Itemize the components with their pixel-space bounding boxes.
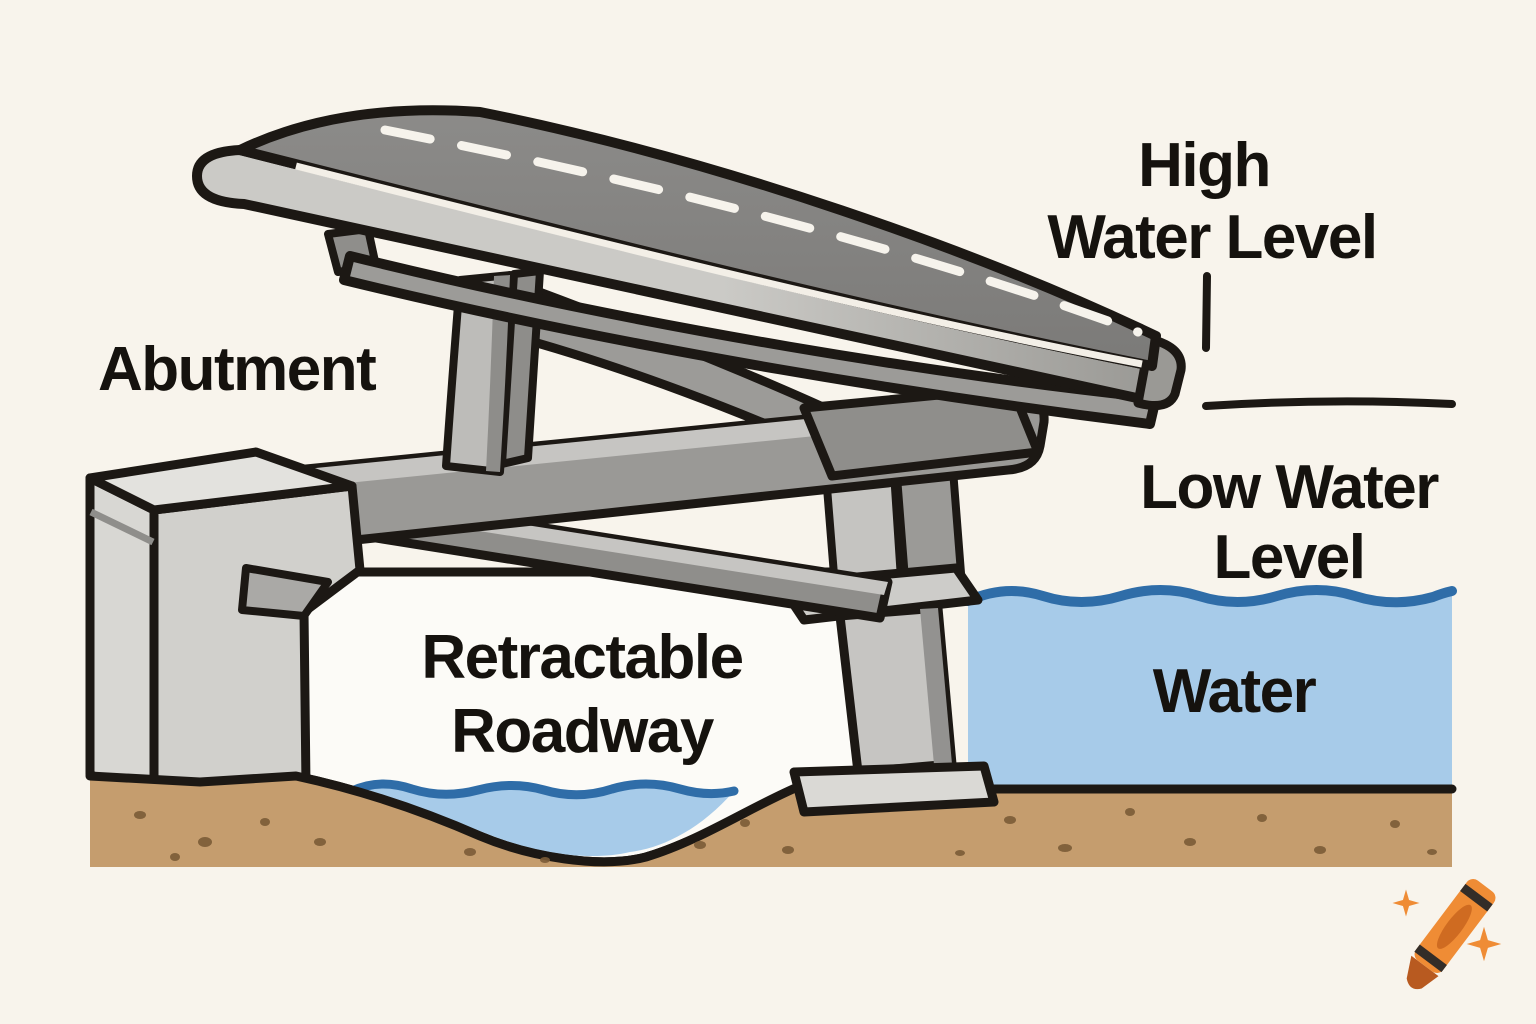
ground [85,771,1457,867]
water-body [963,585,1457,789]
abutment-block [85,447,365,817]
road-edge-stripe [295,162,1143,368]
ground-surface-line [85,771,1457,867]
label-retractable-line2: Roadway [451,697,715,766]
abutment-top-face [85,447,357,515]
label-low-water-line1: Low Water [1140,453,1439,522]
label-abutment: Abutment [98,335,376,404]
crayon-icon [1392,879,1502,990]
label-water: Water [1153,657,1317,726]
sparkle-icon [1466,926,1502,962]
abutment-ledge [238,564,332,620]
pier-footing [789,761,999,817]
high-water-pointer-line [1202,272,1211,352]
strut-front [442,271,514,476]
water-wave-line [963,585,1457,608]
label-low-water-line2: Level [1213,523,1364,592]
water-level-marker-line [1202,397,1456,410]
basin-puddle [347,779,739,857]
pier-shade [920,608,952,765]
label-high-water-line1: High [1138,131,1270,200]
crayon-stripe-lower [1414,944,1447,973]
crayon-stripe-upper [1460,883,1493,912]
puddle-wave-line [347,779,739,800]
label-high-water-line2: Water Level [1047,203,1376,272]
bridge-deck [192,105,1186,429]
label-retractable-line1: Retractable [421,623,742,692]
crayon-label-oval [1436,904,1472,949]
crayon-tip [1406,955,1439,990]
deck-underside-band [339,251,1161,429]
road-centerline-dashes [380,125,1143,337]
ground-speckles [134,803,1437,863]
abutment-joint-line [89,508,155,546]
sparkle-icon [1392,889,1420,917]
